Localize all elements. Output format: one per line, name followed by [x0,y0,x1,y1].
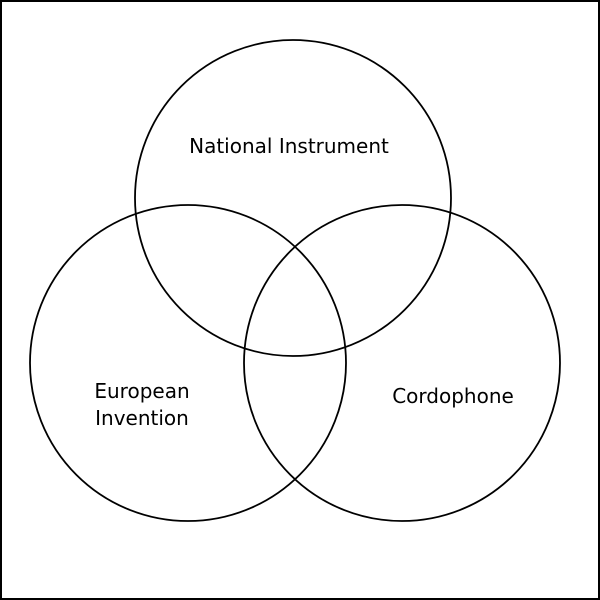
label-invention: Invention [95,406,189,430]
label-european: European [94,379,189,403]
label-cordophone: Cordophone [392,384,514,408]
venn-circle-cordophone [243,204,561,522]
label-national-instrument: National Instrument [189,134,389,158]
venn-circle-national-instrument [134,39,452,357]
venn-circle-european-invention [29,204,347,522]
